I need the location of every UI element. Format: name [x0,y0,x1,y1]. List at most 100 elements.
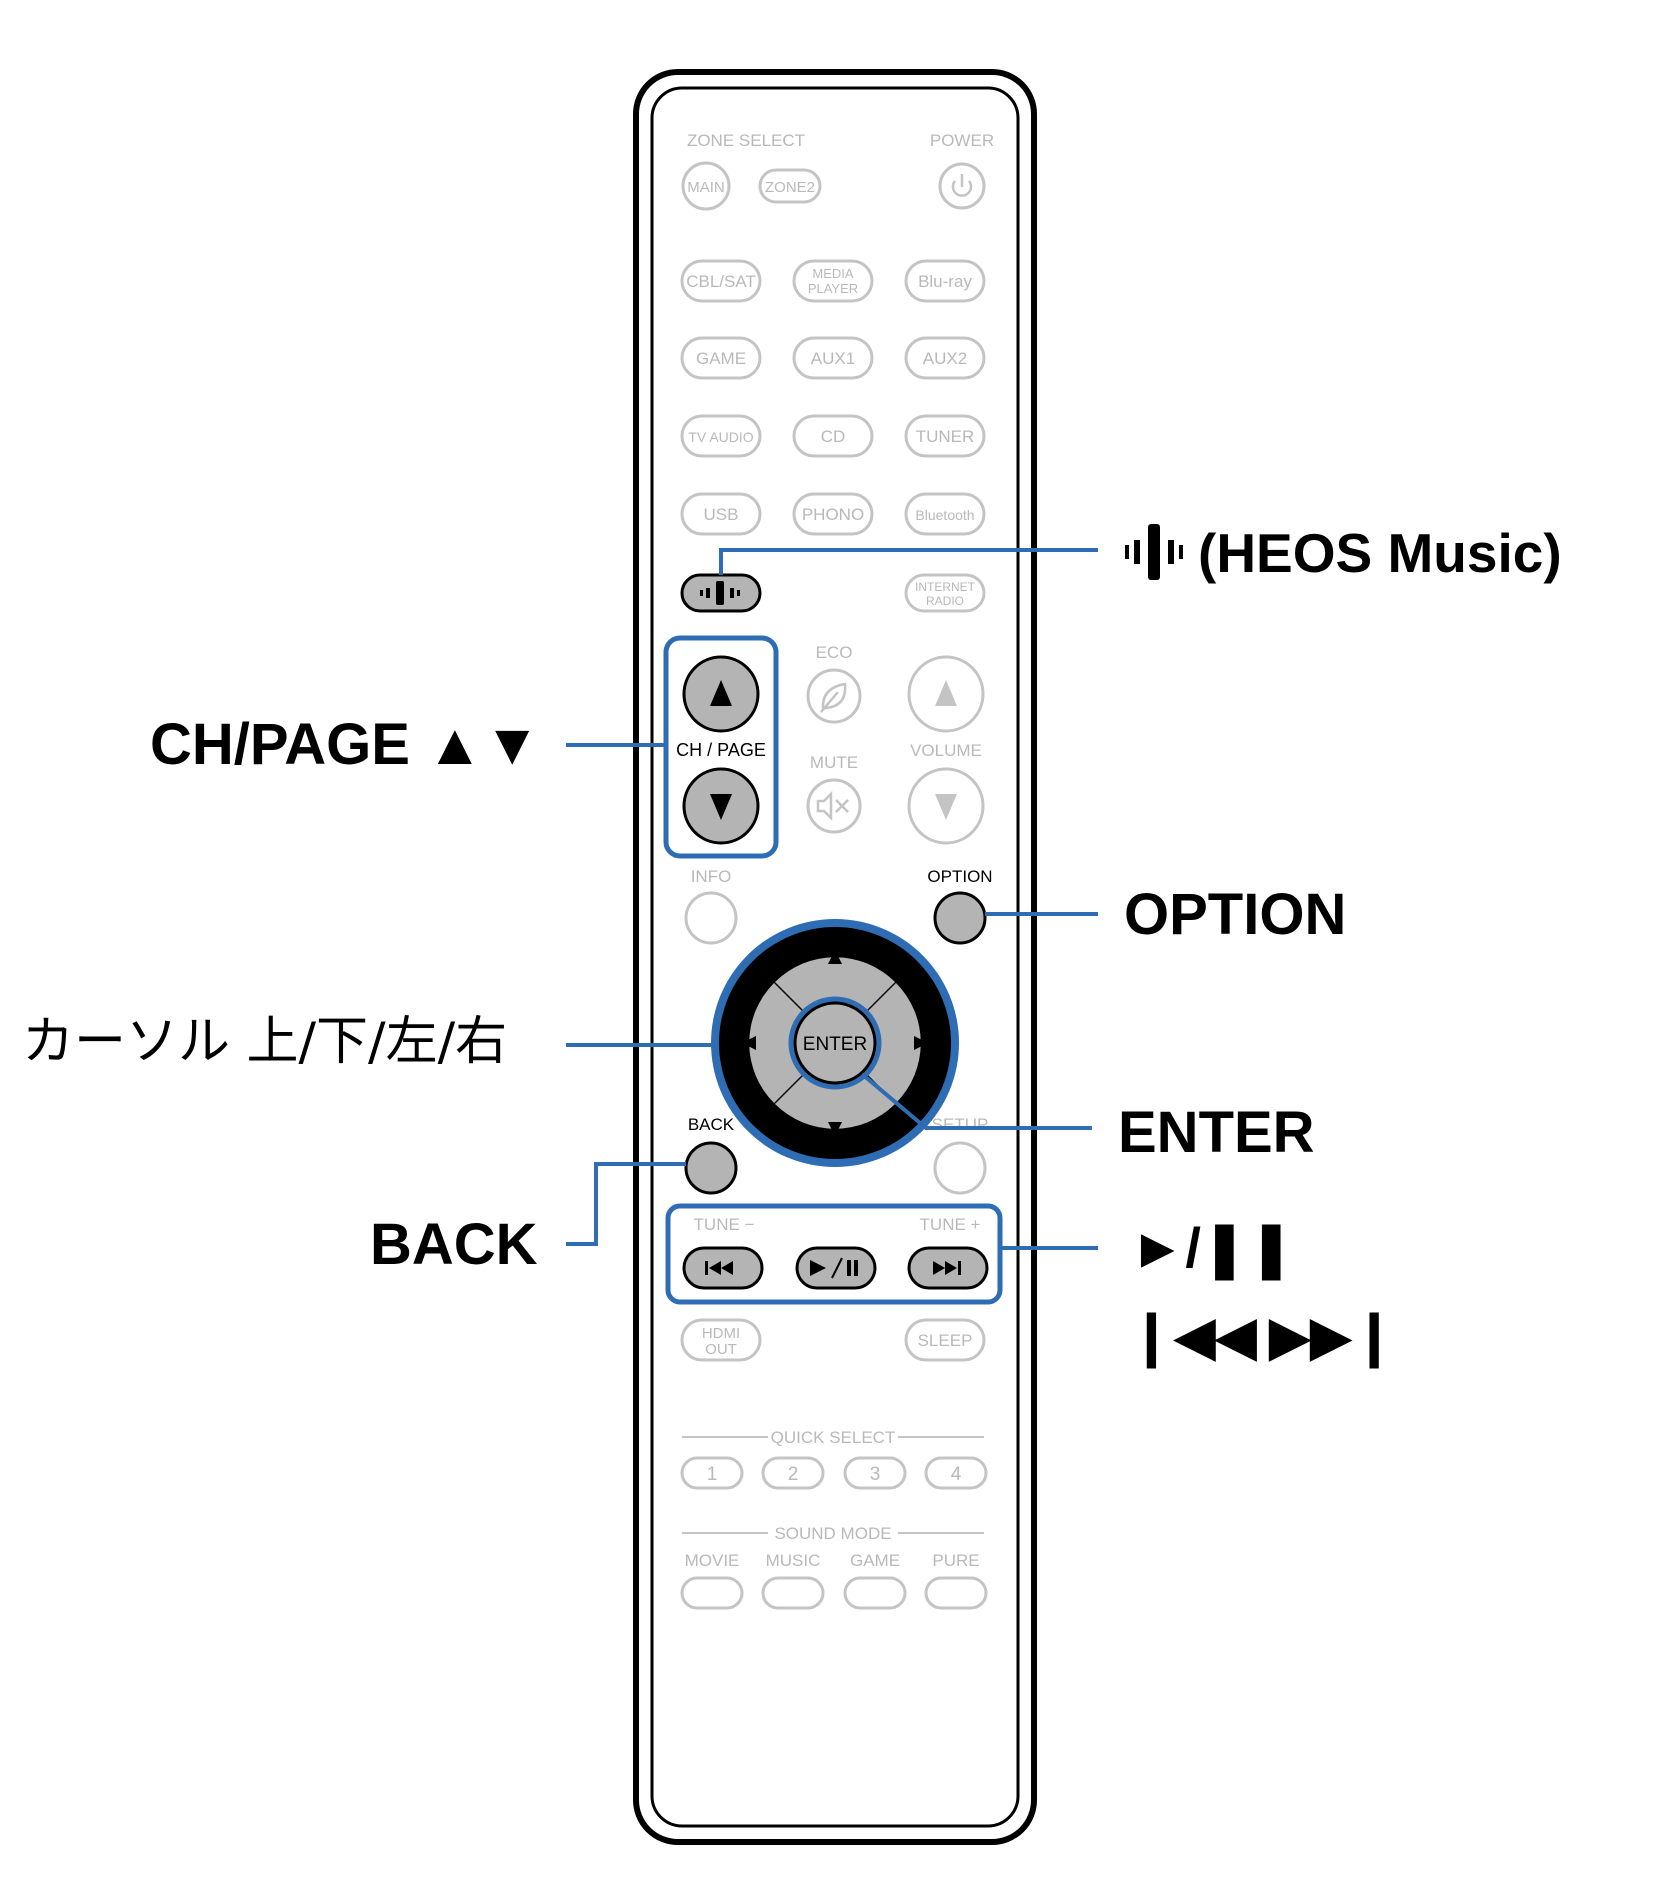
internet-radio-label-1: INTERNET [915,580,976,594]
input-button-label: TV AUDIO [688,429,753,445]
back-button[interactable] [684,1141,738,1195]
quick-select-row: 1 2 3 4 [680,1456,988,1490]
eco-button[interactable] [806,668,862,724]
sound-mode-label-movie: MOVIE [685,1551,740,1570]
sound-mode-label-pure: PURE [932,1551,979,1570]
power-button[interactable] [938,162,986,210]
heos-button[interactable] [680,573,762,613]
cursor-up-icon [828,950,842,964]
sound-mode-button-pure[interactable] [924,1576,988,1610]
play-pause-button[interactable] [795,1246,877,1290]
skip-back-button[interactable] [682,1246,764,1290]
power-label: POWER [930,131,994,150]
input-button-phono[interactable]: PHONO [792,492,874,536]
transport-highlight [665,1203,1003,1305]
play-pause-callout: ►/❚❚ [1130,1216,1295,1279]
main-button[interactable]: MAIN [681,161,731,211]
quick-select-button-3[interactable]: 3 [843,1456,907,1490]
input-button-aux2[interactable]: AUX2 [904,336,986,380]
volume-down-button[interactable] [907,767,985,845]
volume-up-icon [935,680,957,706]
heos-callout-icon [1125,524,1183,580]
quick-select-number: 4 [951,1464,962,1485]
zone2-button[interactable]: ZONE2 [758,168,822,204]
quick-select-button-4[interactable]: 4 [924,1456,988,1490]
option-button[interactable] [933,891,987,945]
play-pause-icon [810,1257,858,1279]
sound-mode-button-game[interactable] [843,1576,907,1610]
back-callout: BACK [370,1212,538,1277]
volume-label: VOLUME [910,741,982,760]
input-button-label: MEDIA [812,266,854,281]
cursor-right-button[interactable] [864,983,921,1103]
info-button[interactable] [684,891,738,945]
up-arrow-icon [710,680,732,706]
sound-mode-button-music[interactable] [761,1576,825,1610]
input-button-label: AUX2 [923,349,967,368]
input-button-cbl-sat[interactable]: CBL/SAT [680,259,762,303]
heos-callout: (HEOS Music) [1198,522,1562,584]
mute-button[interactable] [806,778,862,834]
input-button-cd[interactable]: CD [792,414,874,458]
cursor-left-icon [742,1036,756,1050]
cursor-callout: カーソル 上/下/左/右 [22,1012,508,1072]
sleep-button-label: SLEEP [918,1331,973,1350]
internet-radio-label-2: RADIO [926,594,964,608]
cursor-down-icon [828,1122,842,1136]
callout-lines [566,548,1098,1250]
input-button-blu-ray[interactable]: Blu-ray [904,259,986,303]
cursor-pad: ENTER [711,919,959,1167]
leaf-icon [820,682,847,713]
skip-callout: ❙◀◀ ▶▶❙ [1128,1304,1398,1367]
down-arrow-icon [710,794,732,820]
hdmi-out-button[interactable]: HDMI OUT [680,1318,762,1362]
tune-minus-label: TUNE − [694,1215,755,1234]
enter-button[interactable] [788,996,882,1090]
sleep-button[interactable]: SLEEP [904,1318,986,1362]
input-button-tv-audio[interactable]: TV AUDIO [680,414,762,458]
hdmi-out-label-1: HDMI [702,1325,740,1342]
back-label: BACK [688,1115,735,1134]
sound-mode-label: SOUND MODE [774,1524,891,1543]
quick-select-number: 2 [788,1464,799,1485]
heos-icon [700,581,740,605]
input-button-game[interactable]: GAME [680,336,762,380]
enter-leader [860,1072,1092,1130]
option-callout: OPTION [1124,882,1347,947]
quick-select-button-1[interactable]: 1 [680,1456,744,1490]
ch-page-down-button[interactable] [682,767,760,845]
option-label: OPTION [927,867,992,886]
input-button-label: CD [821,427,846,446]
input-button-bluetooth[interactable]: Bluetooth [904,492,986,536]
input-button-label: GAME [696,349,746,368]
volume-up-button[interactable] [907,655,985,733]
sound-mode-button-movie[interactable] [680,1576,744,1610]
enter-callout: ENTER [1118,1100,1315,1165]
input-button-label: TUNER [916,427,975,446]
input-button-label: CBL/SAT [686,272,756,291]
input-button-label: USB [704,505,739,524]
zone2-button-label: ZONE2 [765,179,815,196]
input-button-label-2: PLAYER [808,281,858,296]
cursor-up-button[interactable] [775,957,895,1014]
ch-page-callout: CH/PAGE ▲▼ [150,712,541,777]
cursor-left-button[interactable] [749,983,806,1103]
quick-select-number: 3 [870,1464,881,1485]
setup-button[interactable] [933,1141,987,1195]
input-button-aux1[interactable]: AUX1 [792,336,874,380]
internet-radio-button[interactable]: INTERNET RADIO [904,573,986,613]
tune-plus-label: TUNE + [920,1215,981,1234]
ch-page-up-button[interactable] [682,655,760,733]
input-button-usb[interactable]: USB [680,492,762,536]
input-button-label: Bluetooth [915,507,974,523]
sound-mode-label-music: MUSIC [766,1551,821,1570]
input-button-label: AUX1 [811,349,855,368]
cursor-down-button[interactable] [775,1072,895,1129]
quick-select-button-2[interactable]: 2 [761,1456,825,1490]
skip-forward-button[interactable] [907,1246,989,1290]
input-button-tuner[interactable]: TUNER [904,414,986,458]
info-label: INFO [691,867,732,886]
